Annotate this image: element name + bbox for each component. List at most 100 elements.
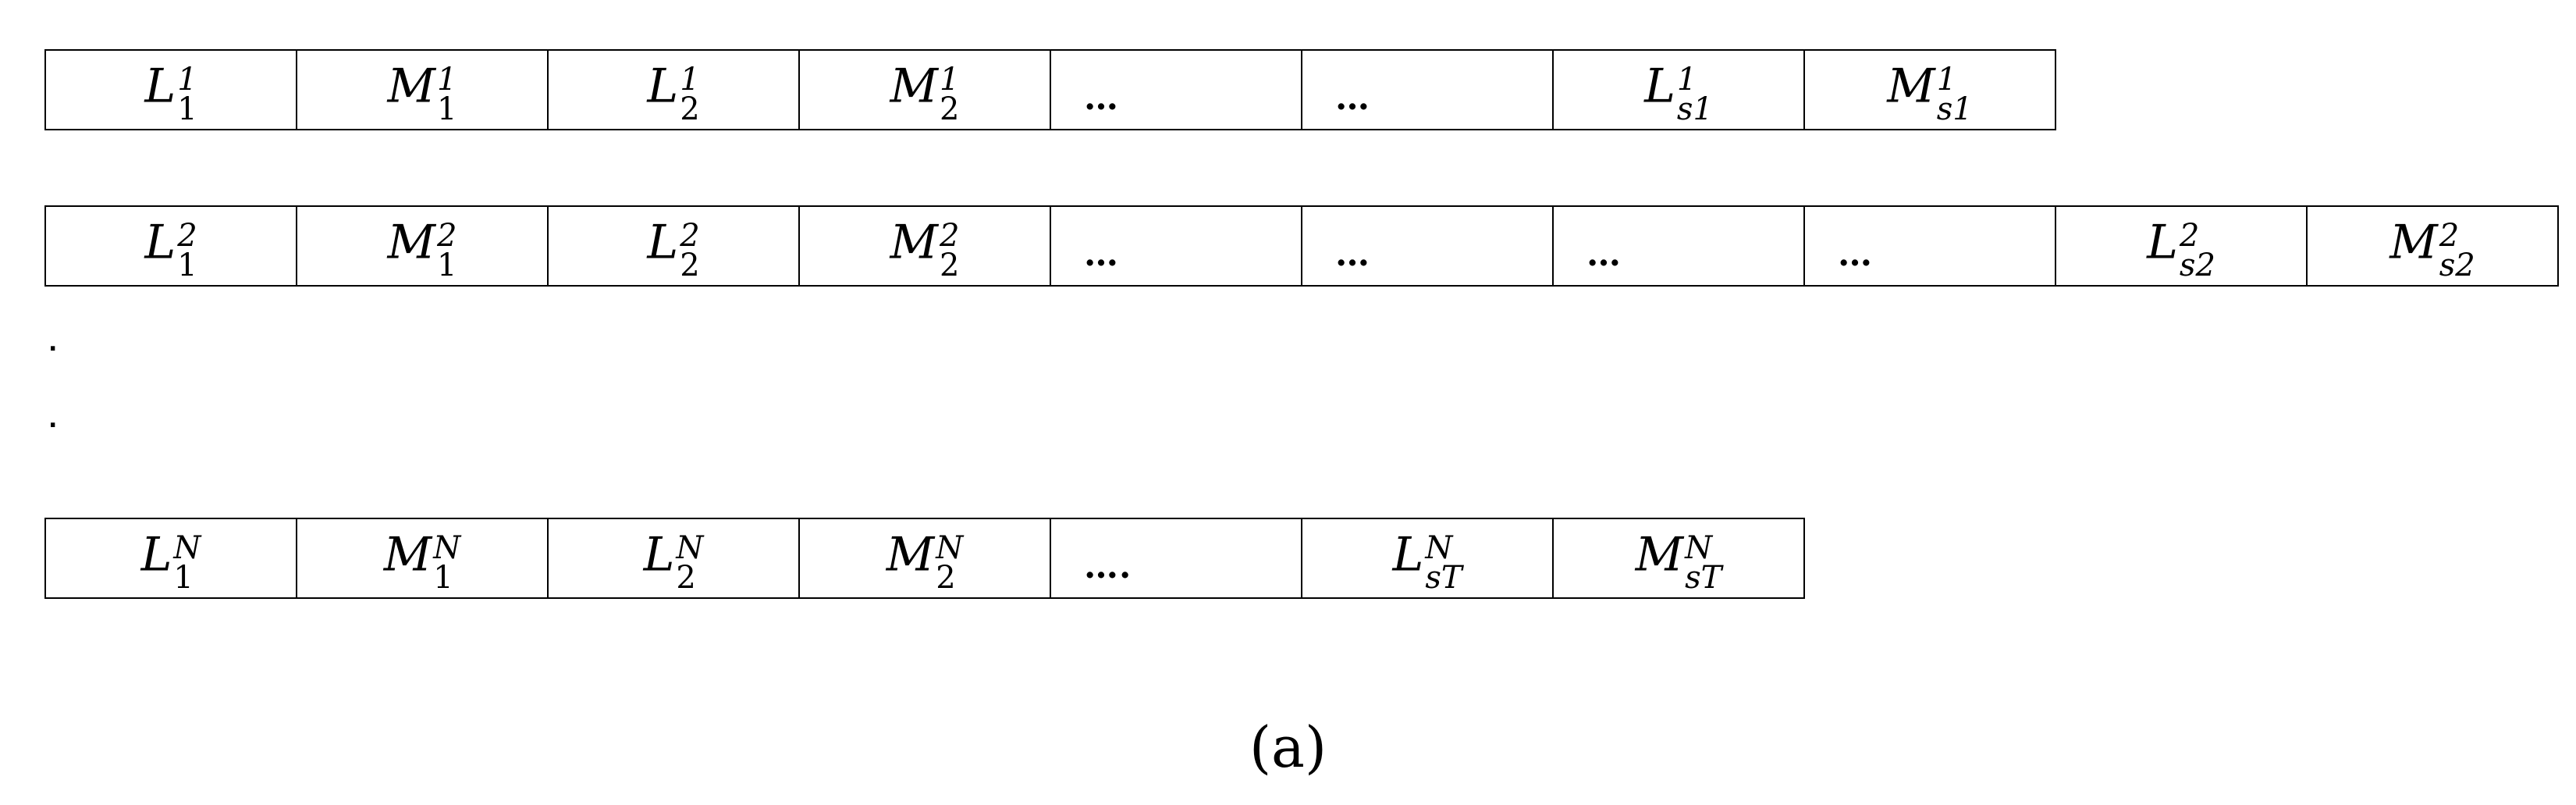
superscript: 2 [680,218,700,254]
symbol-base: L [1392,527,1424,582]
symbol-base: M [1887,59,1935,114]
superscript: 2 [177,218,197,254]
ellipsis-cell: …. [1051,519,1302,597]
subscript: 2 [936,560,956,596]
symbol-base: L [1644,59,1675,114]
symbol-base: M [886,527,935,582]
vertical-ellipsis-dot: . [48,329,58,357]
symbol-base: M [890,215,938,270]
superscript: 1 [680,62,700,98]
superscript: N [433,530,461,566]
superscript: N [1685,530,1713,566]
subscript: 2 [680,248,700,283]
symbol-base: M [890,59,938,114]
ellipsis-cell: … [1554,207,1805,285]
symbol-base: L [2147,215,2178,270]
superscript: N [1425,530,1453,566]
subscript: 1 [177,248,197,283]
subscript: 2 [939,91,960,127]
subscript: s2 [2179,248,2215,283]
symbol-base: M [2389,215,2438,270]
ellipsis-cell: … [1805,207,2056,285]
symbol-base: M [1635,527,1684,582]
subscript: s2 [2439,248,2475,283]
vertical-ellipsis-dot: . [48,406,58,433]
figure-caption: (a) [1249,714,1327,780]
subscript: sT [1685,560,1722,596]
superscript: 2 [436,218,457,254]
superscript: 2 [939,218,960,254]
symbol-base: L [647,215,679,270]
subscript: sT [1425,560,1462,596]
subscript: 2 [939,248,960,283]
ellipsis-cell: … [1302,207,1554,285]
superscript: 1 [939,62,960,98]
superscript: N [936,530,964,566]
symbol-base: L [144,215,176,270]
symbol-base: L [140,527,172,582]
superscript: 1 [1676,62,1697,98]
subscript: 1 [177,91,197,127]
ellipsis-cell: … [1051,51,1302,129]
superscript: N [676,530,704,566]
symbol-base: L [647,59,679,114]
symbol-base: M [383,527,432,582]
subscript: s1 [1676,91,1713,127]
subscript: 2 [676,560,696,596]
symbol-base: M [387,215,435,270]
superscript: 1 [1936,62,1957,98]
superscript: 2 [2179,218,2200,254]
symbol-base: L [144,59,176,114]
ellipsis-cell: … [1302,51,1554,129]
superscript: N [173,530,201,566]
ellipsis-cell: … [1051,207,1302,285]
superscript: 1 [177,62,197,98]
symbol-base: M [387,59,435,114]
subscript: 1 [433,560,453,596]
superscript: 2 [2439,218,2460,254]
